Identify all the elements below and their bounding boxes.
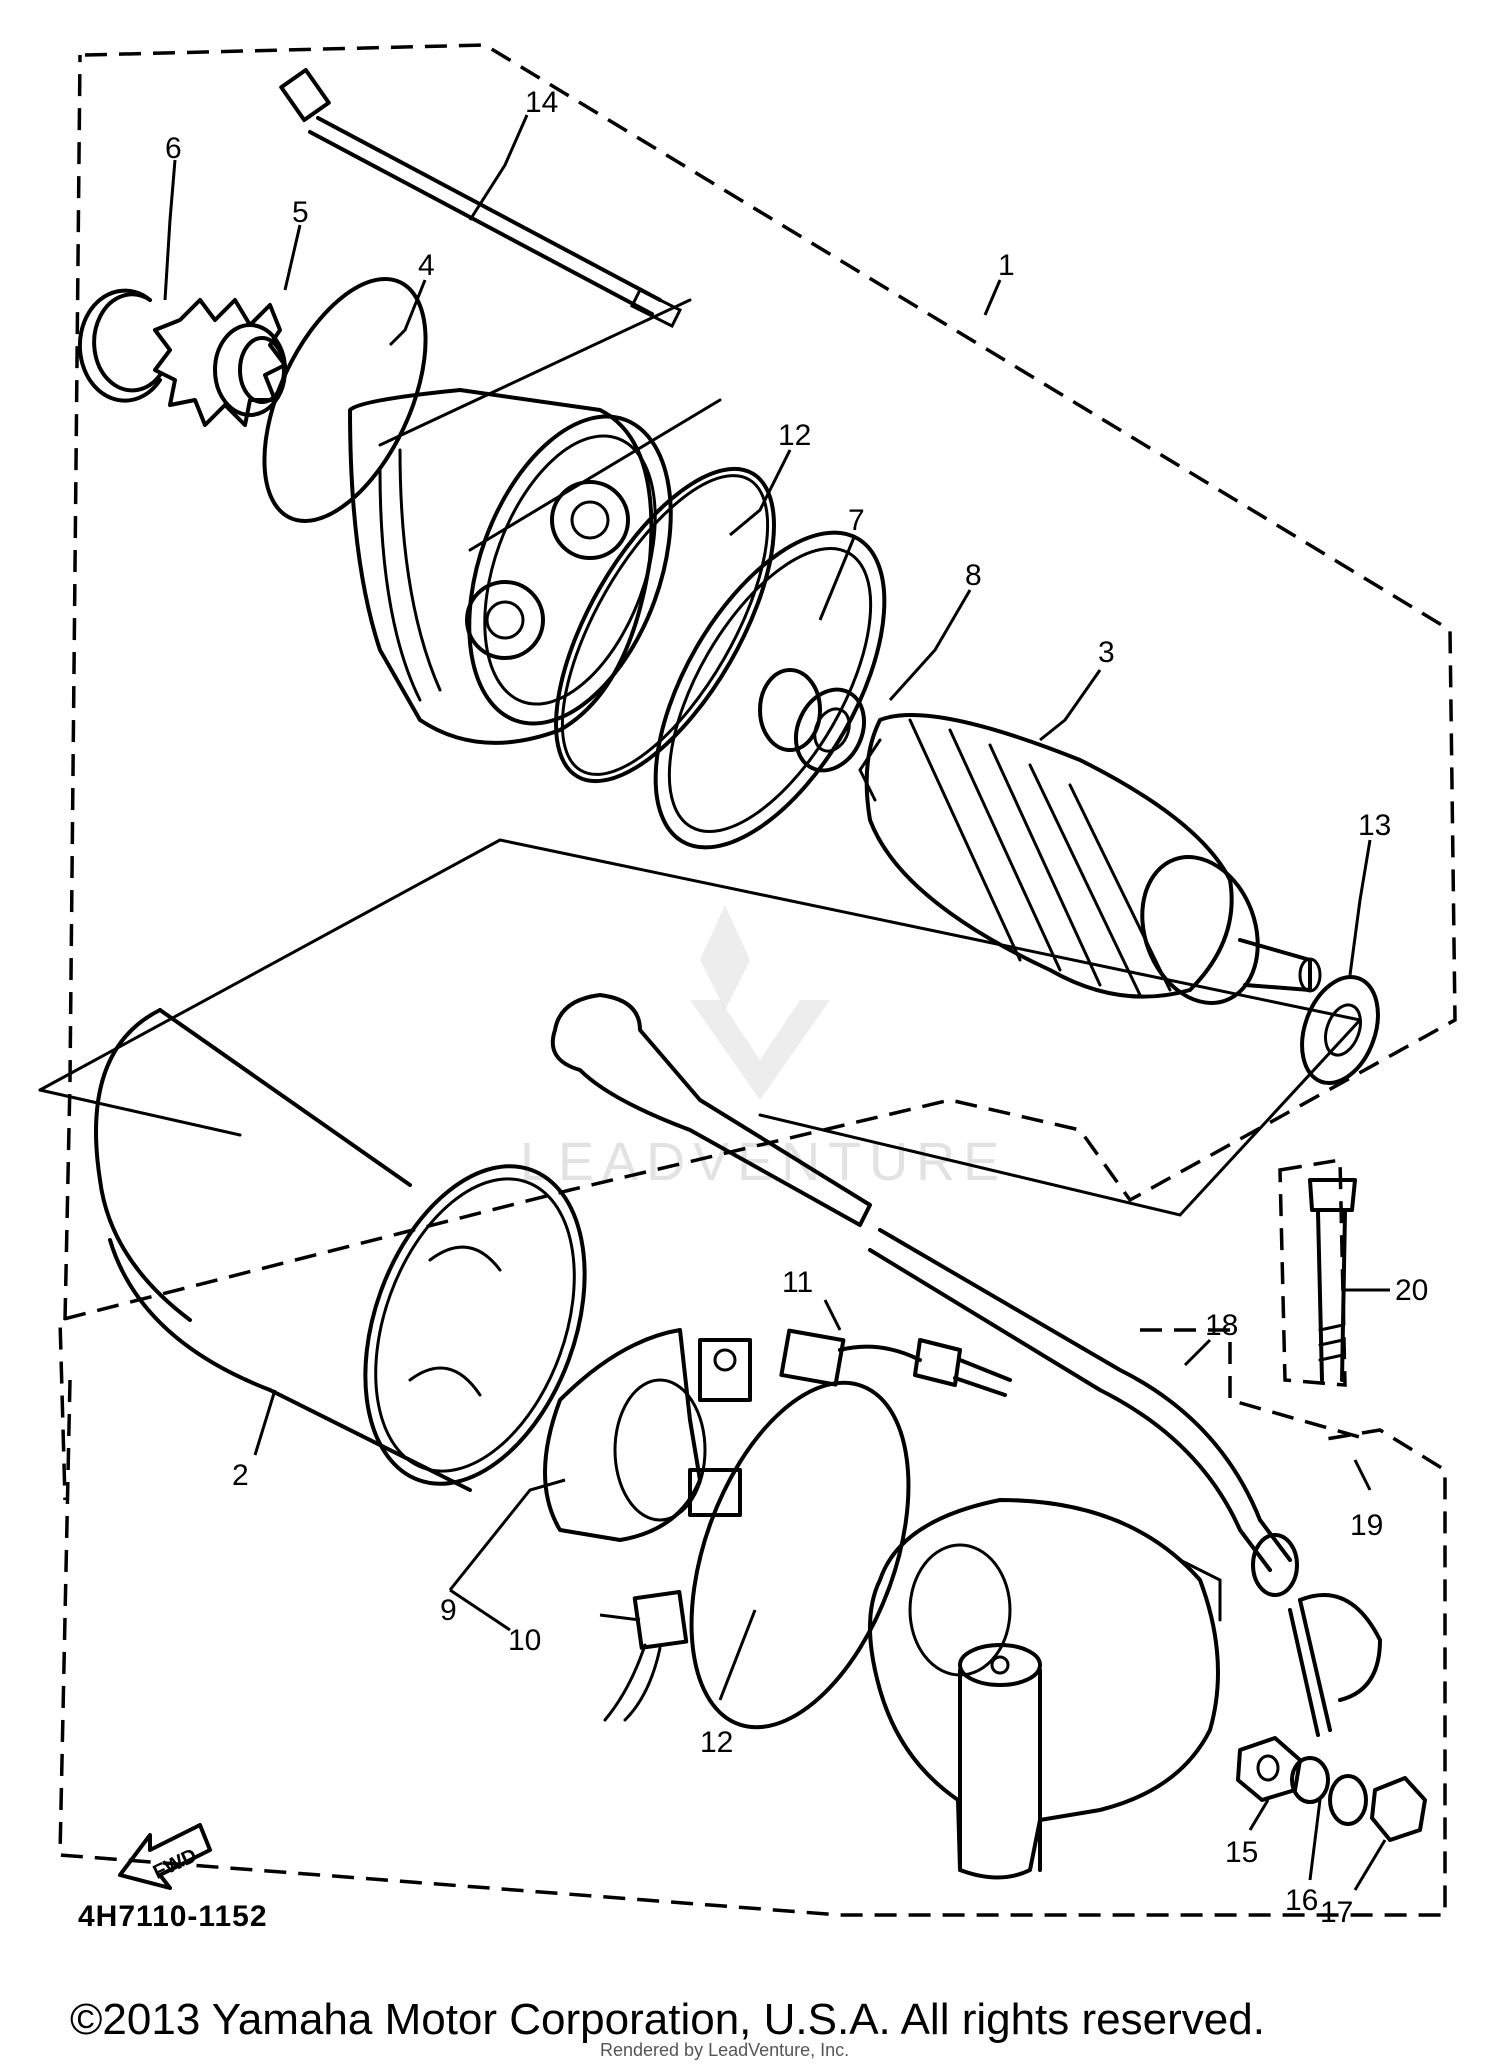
bolt-20	[1308, 1178, 1357, 1382]
gear-housing	[348, 388, 673, 745]
washer-13	[1300, 974, 1380, 1086]
leader-lines	[163, 114, 1390, 1891]
part-label-10: 10	[508, 1624, 541, 1657]
part-label-1: 1	[998, 249, 1015, 282]
yoke-2	[94, 1008, 587, 1492]
part-label-7: 7	[848, 504, 865, 537]
part-label-16: 16	[1285, 1884, 1318, 1917]
plane-lines	[38, 298, 1362, 1217]
part-label-6: 6	[165, 132, 182, 165]
part-label-12-upper: 12	[778, 419, 811, 452]
lead-cable	[550, 993, 1382, 1737]
brush-10	[603, 1590, 689, 1722]
brush-holder-9	[543, 1328, 752, 1542]
part-label-13: 13	[1358, 809, 1391, 842]
part-label-9: 9	[440, 1594, 457, 1627]
part-labels: 14 6 5 4 1 12 7 8 3 13 2 11 18 20 19 9 1…	[165, 86, 1428, 1929]
part-label-15: 15	[1225, 1836, 1258, 1869]
part-label-20: 20	[1395, 1274, 1428, 1307]
part-label-8: 8	[965, 559, 982, 592]
rear-cover	[868, 1498, 1222, 1880]
circlip-6	[77, 288, 162, 403]
document-code: 4H7110-1152	[78, 1900, 268, 1933]
washer-16	[1290, 1756, 1368, 1826]
leadventure-watermark: LEADVENTURE	[520, 905, 999, 1192]
through-bolt-14	[279, 68, 683, 329]
part-label-19: 19	[1350, 1509, 1383, 1542]
armature-3	[858, 713, 1322, 1005]
copyright-notice: ©2013 Yamaha Motor Corporation, U.S.A. A…	[70, 1995, 1265, 2044]
part-label-4: 4	[418, 249, 435, 282]
lead-11	[779, 1328, 1012, 1397]
part-label-17: 17	[1320, 1896, 1353, 1929]
nut-17	[1370, 1776, 1427, 1842]
part-label-11: 11	[782, 1266, 813, 1299]
render-note: Rendered by LeadVenture, Inc.	[600, 2040, 850, 2060]
part-label-2: 2	[232, 1459, 249, 1492]
part-label-18: 18	[1205, 1309, 1238, 1342]
part-label-14: 14	[525, 86, 558, 119]
o-ring-12-lower	[689, 1380, 911, 1730]
o-ring-4	[262, 277, 428, 523]
part-label-3: 3	[1098, 636, 1115, 669]
o-ring-12-upper	[554, 466, 776, 784]
fwd-label: FWD	[150, 1845, 201, 1884]
assembly-outline	[58, 43, 1457, 1917]
part-label-12-lower: 12	[700, 1726, 733, 1759]
pinion-gear-5	[153, 298, 287, 427]
washer-8	[793, 687, 867, 773]
part-label-5: 5	[292, 196, 309, 229]
forward-arrow: FWD	[118, 1823, 212, 1890]
nut-15	[1236, 1736, 1302, 1802]
